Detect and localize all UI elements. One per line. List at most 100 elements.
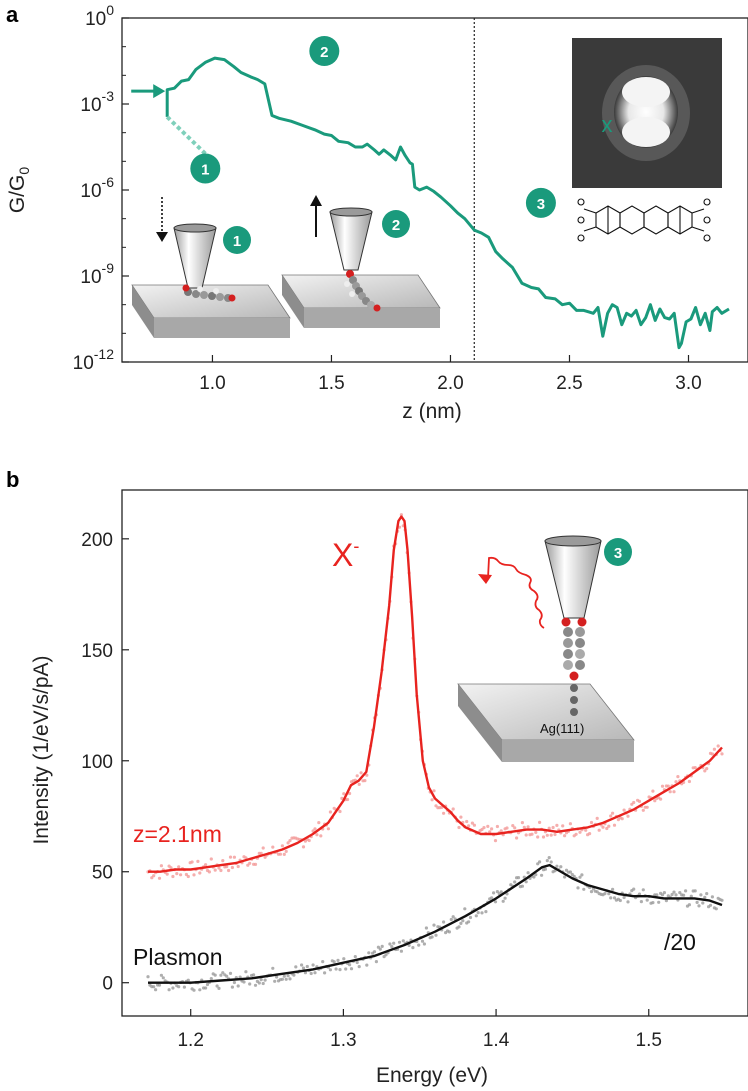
- raw-data-point: [271, 845, 275, 849]
- raw-data-point: [495, 824, 499, 829]
- raw-data-point: [242, 980, 246, 984]
- raw-data-point: [217, 986, 221, 991]
- raw-data-point: [486, 824, 490, 829]
- raw-data-point: [632, 800, 636, 805]
- raw-data-point: [182, 985, 186, 989]
- raw-data-point: [461, 919, 465, 923]
- raw-data-point: [641, 808, 645, 812]
- raw-data-point: [232, 855, 236, 859]
- raw-data-point: [192, 988, 196, 992]
- raw-data-point: [515, 836, 519, 840]
- raw-data-point: [367, 951, 371, 955]
- panel-a-xtick-label: 2.0: [437, 373, 463, 394]
- raw-data-point: [342, 792, 346, 796]
- curve-step-badge-3: 3: [525, 187, 556, 218]
- raw-data-point: [280, 977, 284, 981]
- raw-data-point: [705, 767, 709, 771]
- panel-b-label: b: [6, 467, 19, 492]
- raw-data-point: [348, 963, 352, 967]
- raw-data-point: [632, 887, 636, 891]
- raw-spectrum-points-red: [146, 513, 724, 880]
- raw-data-point: [555, 864, 559, 868]
- raw-data-point: [488, 830, 492, 834]
- raw-data-point: [563, 834, 567, 838]
- raw-data-point: [227, 868, 231, 873]
- panel-a-plot-area: 123: [131, 35, 730, 350]
- raw-data-point: [286, 841, 290, 845]
- raw-data-point: [611, 887, 615, 892]
- raw-data-point: [687, 779, 692, 784]
- raw-data-point: [524, 833, 528, 837]
- raw-data-point: [708, 903, 713, 907]
- raw-data-point: [513, 826, 517, 830]
- raw-data-point: [411, 946, 415, 950]
- raw-data-point: [232, 980, 236, 985]
- panel-b-ytick-label: 200: [81, 530, 113, 551]
- raw-data-point: [225, 974, 229, 978]
- raw-data-point: [672, 790, 676, 794]
- ptcda-structure-icon: [577, 198, 711, 242]
- raw-data-point: [186, 874, 190, 879]
- raw-data-point: [689, 894, 693, 898]
- raw-data-point: [213, 868, 217, 872]
- raw-data-point: [493, 839, 498, 843]
- panel-b-ytick-label: 100: [81, 752, 113, 773]
- raw-data-point: [288, 977, 292, 981]
- panel-a-ytick-label: 100: [85, 2, 114, 30]
- raw-data-point: [305, 964, 309, 969]
- raw-data-point: [154, 988, 158, 992]
- conductance-trace: [165, 56, 730, 350]
- raw-data-point: [198, 871, 202, 875]
- panel-a-ytick-label: 10-3: [80, 88, 114, 116]
- raw-data-point: [263, 855, 267, 859]
- raw-data-point: [253, 983, 258, 987]
- raw-data-point: [159, 864, 163, 868]
- raw-data-point: [248, 861, 252, 865]
- raw-data-point: [463, 907, 467, 911]
- raw-data-point: [553, 832, 557, 837]
- raw-data-point: [601, 825, 605, 829]
- plasmon-label: Plasmon: [133, 944, 222, 970]
- panel-a-xtick-label: 3.0: [675, 373, 701, 394]
- raw-data-point: [244, 856, 248, 860]
- raw-data-point: [459, 815, 463, 819]
- raw-data-point: [582, 887, 586, 891]
- raw-data-point: [157, 983, 162, 987]
- raw-data-point: [495, 890, 499, 894]
- stm-tip-position-marker: x: [602, 112, 613, 137]
- spectrum-line-plasmon: [148, 863, 723, 984]
- raw-data-point: [349, 967, 354, 971]
- raw-data-point: [420, 939, 425, 943]
- raw-data-point: [536, 835, 540, 839]
- raw-data-point: [676, 775, 680, 779]
- raw-data-point: [568, 822, 573, 826]
- raw-data-point: [309, 971, 313, 976]
- raw-data-point: [430, 798, 434, 802]
- raw-data-point: [344, 967, 348, 971]
- raw-data-point: [670, 892, 674, 897]
- raw-data-point: [313, 971, 317, 975]
- panel-a-xtick-label: 2.5: [556, 373, 582, 394]
- raw-data-point: [612, 896, 617, 900]
- raw-data-point: [259, 978, 263, 982]
- raw-data-point: [355, 960, 359, 965]
- svg-text:3: 3: [614, 545, 622, 562]
- raw-data-point: [359, 771, 363, 775]
- raw-data-point: [190, 860, 194, 864]
- raw-data-point: [346, 797, 350, 802]
- tip-lift-inset-2: 2: [281, 195, 441, 328]
- raw-data-point: [342, 957, 346, 961]
- raw-data-point: [660, 893, 665, 897]
- raw-data-point: [465, 819, 469, 824]
- raw-data-point: [146, 975, 150, 979]
- raw-data-point: [472, 823, 476, 827]
- raw-data-point: [568, 870, 573, 874]
- raw-data-point: [152, 985, 156, 989]
- raw-data-point: [451, 915, 455, 919]
- raw-data-point: [607, 892, 611, 896]
- raw-data-point: [252, 973, 256, 977]
- raw-data-point: [501, 899, 505, 903]
- raw-data-point: [317, 821, 321, 825]
- raw-data-point: [526, 825, 530, 829]
